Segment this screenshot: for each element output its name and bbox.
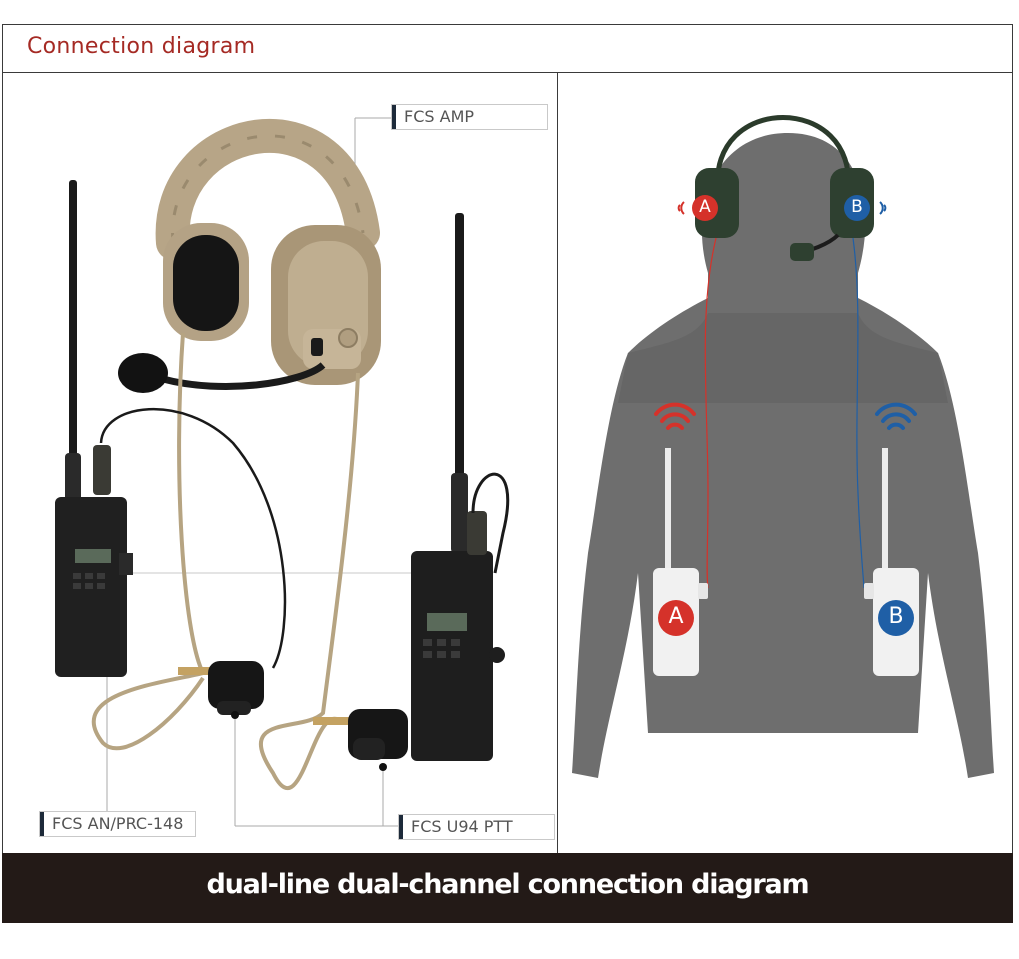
radio-badge-a: A [668,604,684,629]
sound-wave-icon-a [677,201,685,215]
label-fcs-amp: FCS AMP [391,104,548,130]
label-fcs-u94-ptt: FCS U94 PTT [398,814,555,840]
radio-badge-b: B [888,604,904,629]
product-photo-panel: FCS AMP FCS AN/PRC-148 FCS U94 PTT [3,73,557,853]
footer-banner: dual-line dual-channel connection diagra… [2,853,1013,923]
label-fcs-an-prc-148: FCS AN/PRC-148 [39,811,196,837]
sound-wave-icon-b [879,201,887,215]
earcup-badge-b: B [851,197,863,217]
header-bar: Connection diagram [2,24,1013,73]
silhouette-panel: A B A B [558,73,1012,853]
footer-caption: dual-line dual-channel connection diagra… [206,869,809,900]
wifi-signal-icon-b [875,402,917,430]
wifi-signal-icon-a [654,402,696,430]
headset-illustration [39,117,510,827]
panel-divider [557,73,558,853]
page-title: Connection diagram [27,34,256,59]
operator-silhouette [572,115,994,778]
earcup-badge-a: A [699,197,711,217]
